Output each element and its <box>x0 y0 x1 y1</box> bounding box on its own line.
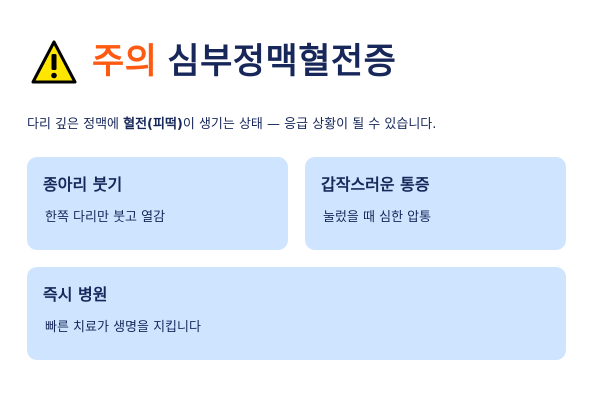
intro-emphasis: 혈전(피떡) <box>123 117 183 132</box>
title-main: 심부정맥혈전증 <box>167 41 397 82</box>
warning-triangle-icon <box>31 40 77 84</box>
card-description: 빠른 치료가 생명을 지킵니다 <box>45 320 201 335</box>
action-card-hospital: 즉시 병원 빠른 치료가 생명을 지킵니다 <box>27 267 566 360</box>
title-prefix: 주의 <box>92 41 158 82</box>
intro-after: 이 생기는 상태 — 응급 상황이 될 수 있습니다. <box>182 117 437 132</box>
card-description: 한쪽 다리만 붓고 열감 <box>45 210 166 225</box>
symptom-card-calf-swelling: 종아리 붓기 한쪽 다리만 붓고 열감 <box>27 157 288 250</box>
card-title: 종아리 붓기 <box>43 175 123 194</box>
card-description: 눌렀을 때 심한 압통 <box>323 210 432 225</box>
card-title: 갑작스러운 통증 <box>321 175 430 194</box>
intro-before: 다리 깊은 정맥에 <box>27 117 124 132</box>
intro-text: 다리 깊은 정맥에 혈전(피떡)이 생기는 상태 — 응급 상황이 될 수 있습… <box>27 116 567 134</box>
card-title: 즉시 병원 <box>43 285 108 304</box>
symptom-card-sudden-pain: 갑작스러운 통증 눌렀을 때 심한 압통 <box>305 157 566 250</box>
